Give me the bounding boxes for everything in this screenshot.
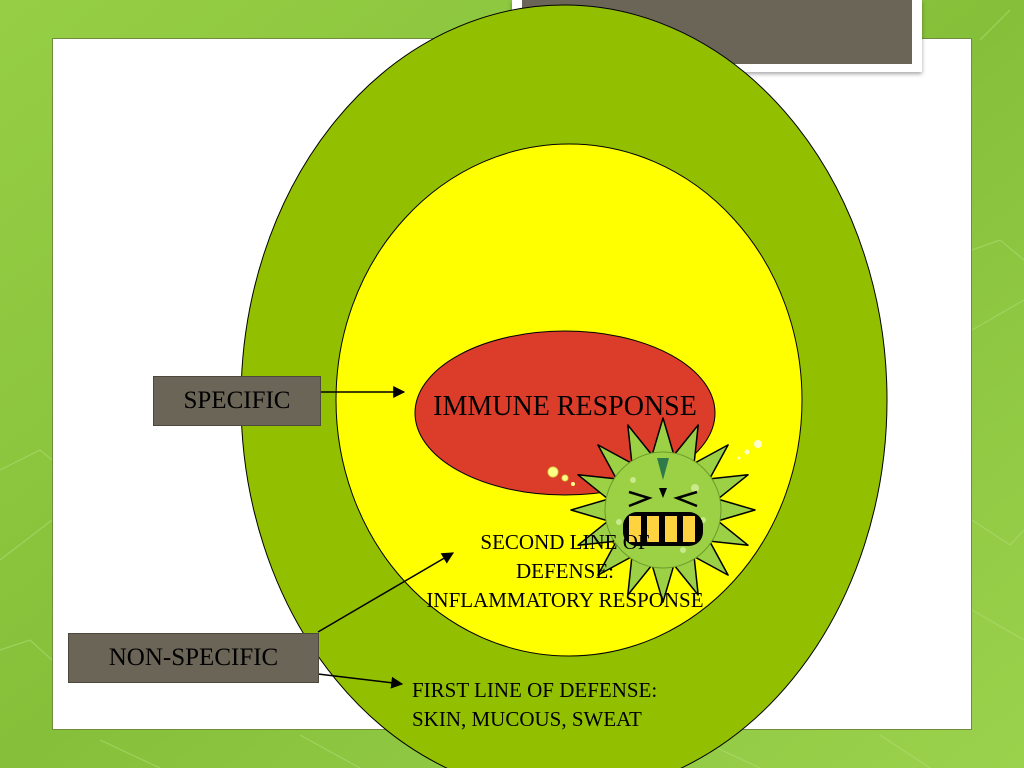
first-line-label: FIRST LINE OF DEFENSE: SKIN, MUCOUS, SWE… — [412, 676, 732, 734]
immune-response-label: IMMUNE RESPONSE — [433, 391, 697, 422]
first-line-text-2: SKIN, MUCOUS, SWEAT — [412, 707, 642, 731]
non-specific-tag: NON-SPECIFIC — [68, 633, 319, 683]
first-line-text-1: FIRST LINE OF DEFENSE: — [412, 678, 658, 702]
second-line-text-2: DEFENSE: — [515, 559, 614, 583]
non-specific-arrow-second — [317, 552, 455, 633]
specific-tag: SPECIFIC — [153, 376, 321, 426]
second-line-text-1: SECOND LINE OF — [480, 530, 650, 554]
second-line-text-3: INFLAMMATORY RESPONSE — [426, 588, 704, 612]
non-specific-arrow-first — [317, 673, 404, 689]
angry-germ-icon — [547, 417, 762, 603]
second-line-label: SECOND LINE OF DEFENSE: INFLAMMATORY RES… — [390, 528, 740, 615]
